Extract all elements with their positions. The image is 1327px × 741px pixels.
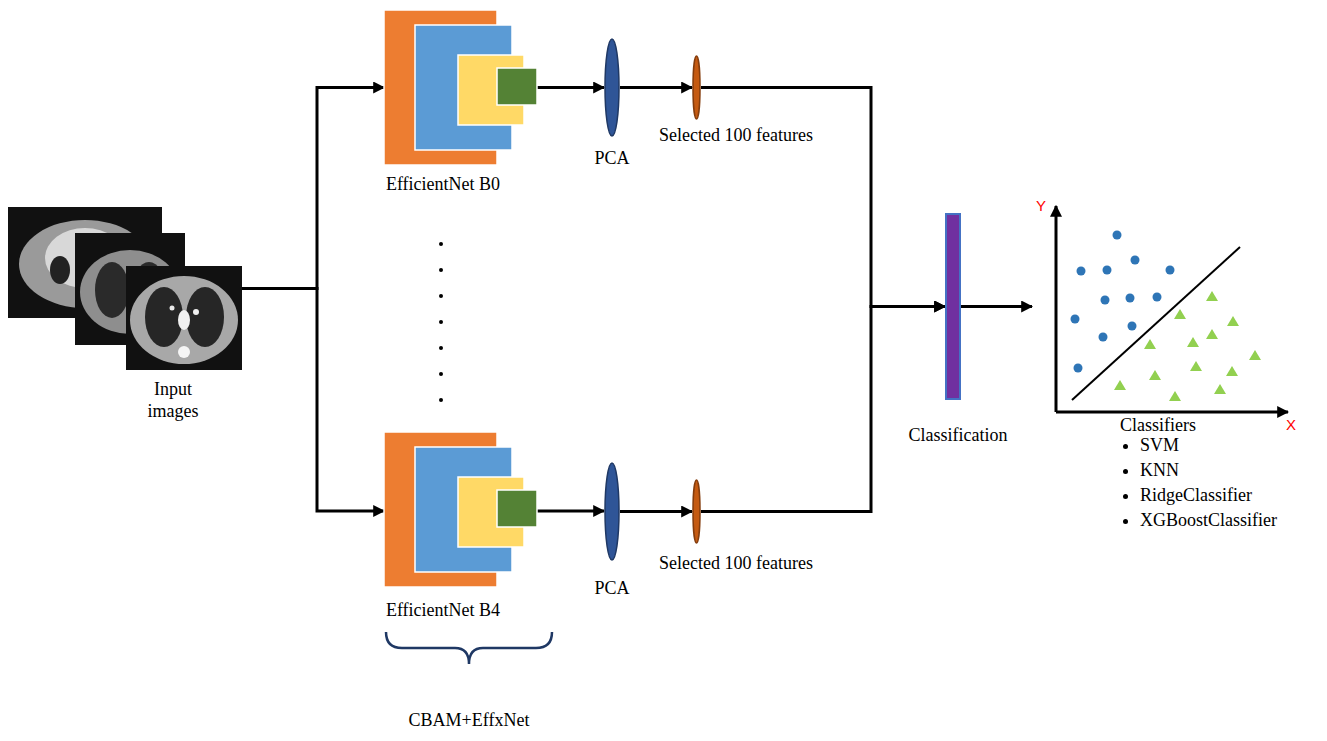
group-label: CBAM+EffxNet <box>399 710 539 732</box>
node-label: PCA <box>572 148 652 170</box>
bullet-dot <box>1123 444 1128 449</box>
node-label: Classification <box>888 425 1028 447</box>
node-label: Input images <box>133 379 213 422</box>
feature-ellipse: Selected 100 features <box>692 479 701 544</box>
image-stack: Input images <box>8 207 242 370</box>
feature-ellipse: Selected 100 features <box>692 55 701 120</box>
node-shape <box>692 479 701 544</box>
list-item: RidgeClassifier <box>1140 485 1252 507</box>
list-item: SVM <box>1140 435 1179 457</box>
bullet-dot <box>1123 519 1128 524</box>
flow-arrow <box>961 305 1032 308</box>
bullet-dot <box>1123 469 1128 474</box>
cnn-block: EfficientNet B4 <box>384 432 537 590</box>
node-label: Selected 100 features <box>641 553 831 575</box>
node-label: Selected 100 features <box>641 125 831 147</box>
flow-arrow <box>620 86 692 89</box>
node-shape <box>384 432 537 590</box>
flow-arrow <box>701 88 945 307</box>
scatter-plot <box>1056 206 1288 412</box>
node-shape <box>604 462 620 561</box>
node-shape <box>604 38 620 137</box>
axis-label: Y <box>1036 197 1046 215</box>
node-shape <box>945 213 961 400</box>
node-shape <box>692 55 701 120</box>
pca-ellipse: PCA <box>604 462 620 561</box>
node-label: EfficientNet B0 <box>380 174 506 196</box>
flow-arrow <box>701 307 945 512</box>
ct-images <box>8 207 242 370</box>
classification-bar: Classification <box>945 213 961 400</box>
classifier-plot: ClassifiersSVMKNNRidgeClassifierXGBoostC… <box>1032 196 1302 414</box>
list-item: XGBoostClassifier <box>1140 510 1277 532</box>
ellipsis-dots <box>439 242 443 402</box>
node-label: PCA <box>572 578 652 600</box>
list-item: KNN <box>1140 460 1179 482</box>
bullet-dot <box>1123 494 1128 499</box>
node-label: Classifiers <box>1120 415 1196 437</box>
flow-arrow <box>537 510 604 513</box>
group-bracket <box>386 632 552 664</box>
cnn-block: EfficientNet B0 <box>384 10 537 165</box>
flow-arrow <box>537 86 604 89</box>
node-shape <box>384 10 537 165</box>
axis-label: X <box>1286 416 1296 434</box>
node-label: EfficientNet B4 <box>380 600 506 622</box>
pca-ellipse: PCA <box>604 38 620 137</box>
flow-arrow <box>242 289 384 512</box>
flow-arrow <box>242 88 384 289</box>
flow-arrow <box>620 510 692 513</box>
